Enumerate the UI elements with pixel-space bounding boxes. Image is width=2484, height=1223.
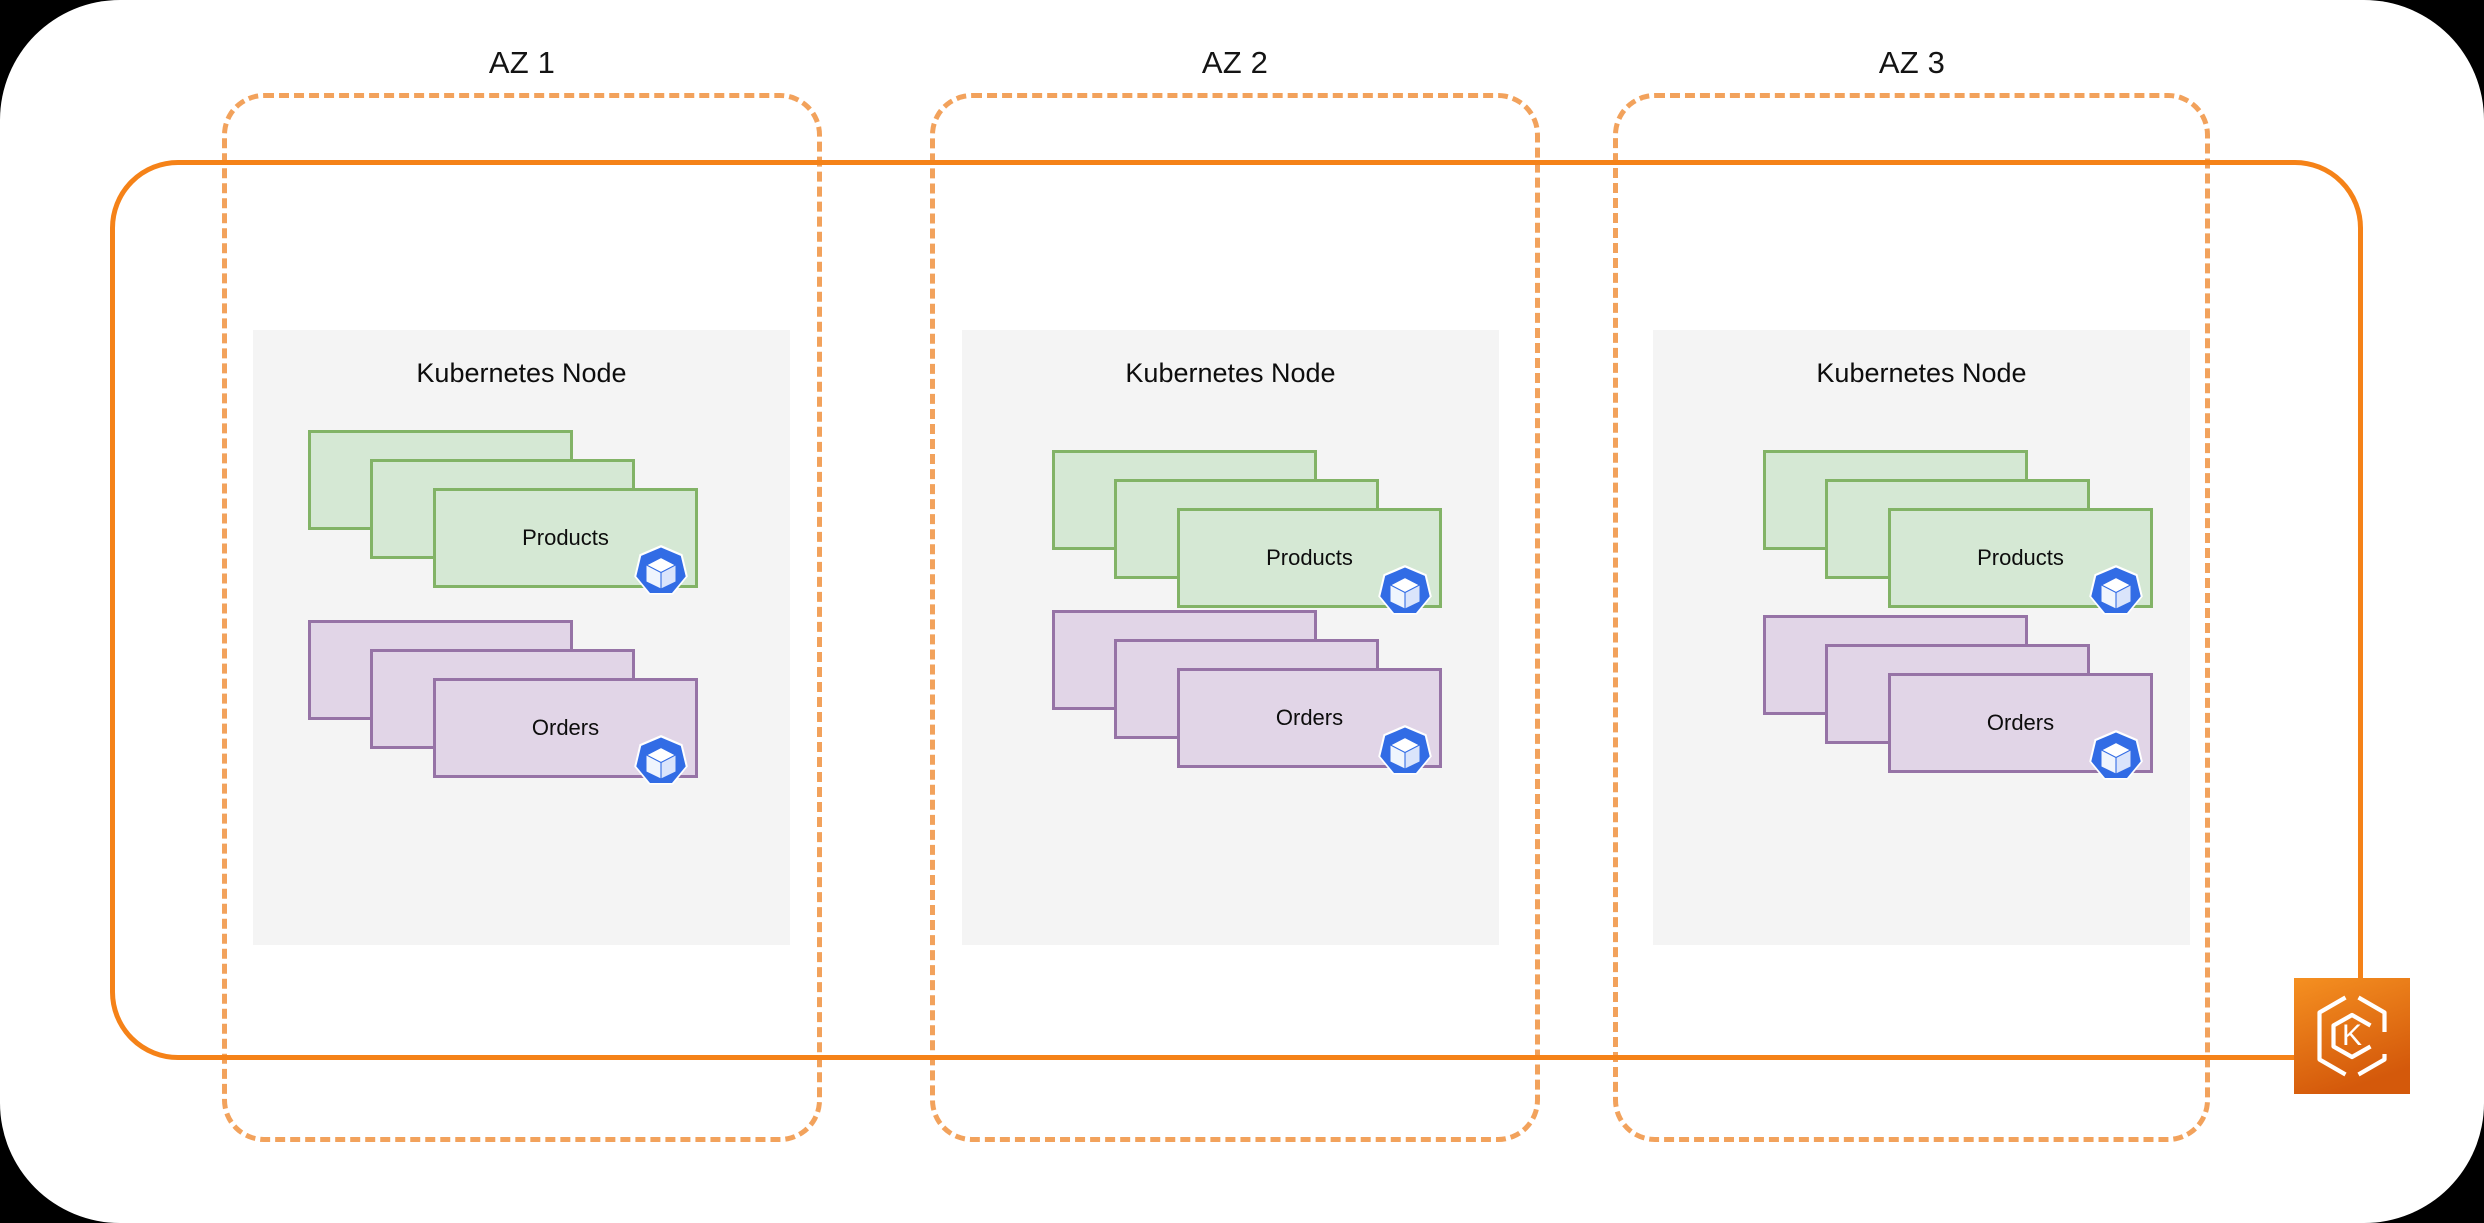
pod-stack-orders-az2: Orders bbox=[1052, 610, 1472, 810]
pod-label-products-az2: Products bbox=[1266, 545, 1353, 570]
az-boundary-1 bbox=[222, 93, 822, 1142]
pod-replica-front[interactable]: Orders bbox=[1177, 668, 1442, 768]
kubernetes-node-title-az1: Kubernetes Node bbox=[416, 358, 627, 388]
kubernetes-pod-icon bbox=[1374, 562, 1436, 629]
pod-label-orders-az1: Orders bbox=[531, 715, 600, 740]
kubernetes-node-az3: Kubernetes Node Products bbox=[1653, 330, 2190, 945]
pod-label-orders-az2: Orders bbox=[1275, 705, 1344, 730]
kubernetes-node-az2: Kubernetes Node Products bbox=[962, 330, 1499, 945]
kubernetes-pod-icon bbox=[2085, 727, 2147, 794]
kubernetes-node-az1: Kubernetes Node Products bbox=[253, 330, 790, 945]
pod-replica-front[interactable]: Products bbox=[1888, 508, 2153, 608]
eks-cluster-boundary bbox=[110, 160, 2363, 1060]
az-label-3: AZ 3 bbox=[1878, 45, 1946, 80]
pod-stack-products-az1: Products bbox=[308, 430, 728, 630]
pod-stack-products-az2: Products bbox=[1052, 450, 1472, 650]
pod-label-orders-az3: Orders bbox=[1986, 710, 2055, 735]
kubernetes-node-title-az2: Kubernetes Node bbox=[1125, 358, 1336, 388]
kubernetes-pod-icon bbox=[2085, 562, 2147, 629]
pod-label-products-az3: Products bbox=[1977, 545, 2064, 570]
az-label-2: AZ 2 bbox=[1201, 45, 1269, 80]
pod-stack-orders-az3: Orders bbox=[1763, 615, 2183, 815]
az-label-1: AZ 1 bbox=[488, 45, 556, 80]
pod-label-products-az1: Products bbox=[522, 525, 609, 550]
pod-stack-products-az3: Products bbox=[1763, 450, 2183, 650]
kubernetes-node-title-az3: Kubernetes Node bbox=[1816, 358, 2027, 388]
az-boundary-3 bbox=[1613, 93, 2210, 1142]
kubernetes-pod-icon bbox=[630, 732, 692, 799]
aws-eks-logo[interactable]: K bbox=[2294, 978, 2410, 1099]
kubernetes-pod-icon bbox=[630, 542, 692, 609]
pod-stack-orders-az1: Orders bbox=[308, 620, 728, 820]
az-boundary-2 bbox=[930, 93, 1540, 1142]
kubernetes-pod-icon bbox=[1374, 722, 1436, 789]
svg-text:K: K bbox=[2342, 1019, 2362, 1052]
